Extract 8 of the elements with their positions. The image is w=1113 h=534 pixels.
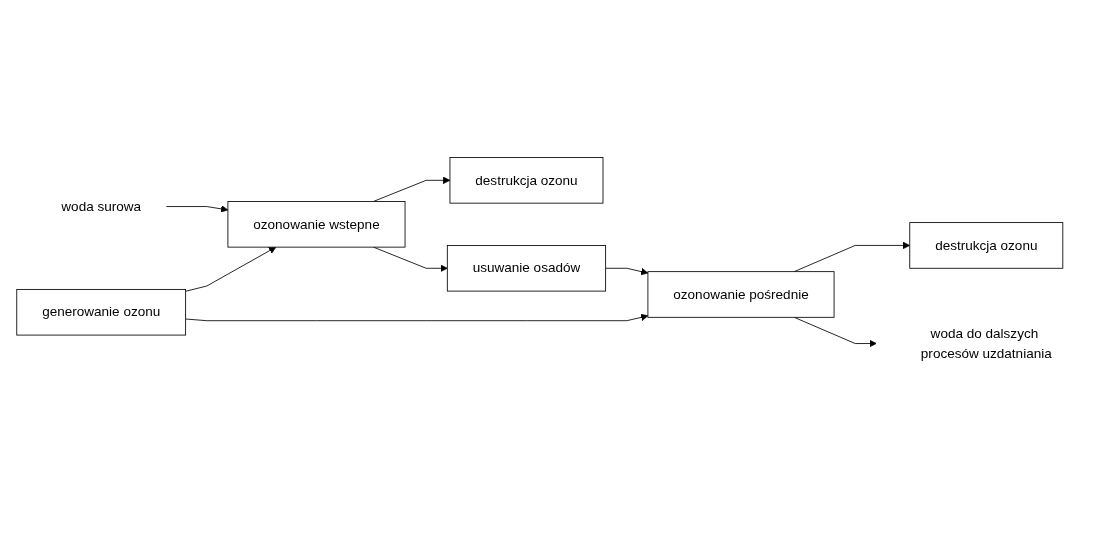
node-box: destrukcja ozonu (909, 222, 1064, 269)
node-box: ozonowanie wstepne (227, 201, 406, 248)
node-text: woda do dalszych procesów uzdatniania (920, 325, 1052, 361)
node-box: generowanie ozonu (16, 289, 187, 336)
node-box: ozonowanie pośrednie (647, 271, 835, 318)
node-box: destrukcja ozonu (449, 157, 604, 204)
node-box: usuwanie osadów (446, 245, 607, 292)
node-text: woda surowa (61, 198, 142, 214)
